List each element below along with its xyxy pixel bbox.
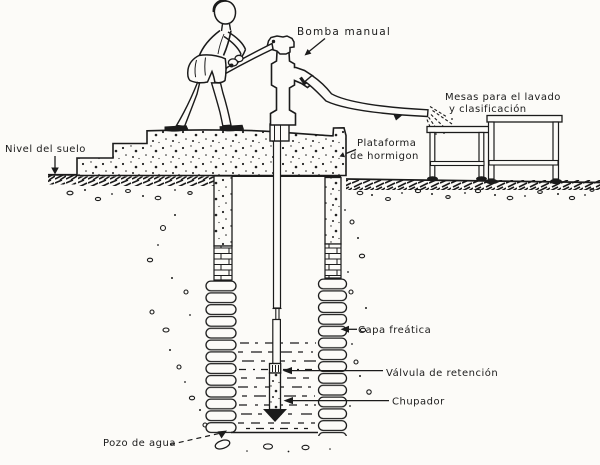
table-right	[485, 114, 563, 185]
label-mesas-line2: y clasificación	[449, 103, 527, 115]
washing-tables	[426, 114, 563, 185]
outflow-pipe	[299, 74, 456, 135]
person-head	[213, 0, 237, 25]
label-bomba-manual: Bomba manual	[297, 26, 391, 38]
label-valvula-retencion: Válvula de retención	[386, 367, 498, 379]
person-rear-leg	[175, 81, 201, 128]
labels: Bomba manual Mesas para el lavado y clas…	[5, 26, 561, 449]
right-wall-concrete	[324, 176, 342, 245]
soil-pebbles	[66, 188, 595, 451]
person-rear-foot	[164, 125, 189, 132]
label-pozo-de-agua: Pozo de agua	[103, 438, 176, 449]
pipe-cylinder	[272, 318, 281, 365]
suction-pipe	[263, 140, 287, 422]
pump-body	[269, 46, 314, 126]
left-wall-bricks	[213, 245, 233, 281]
label-nivel-del-suelo: Nivel del suelo	[5, 144, 86, 155]
concrete-platform	[76, 126, 347, 177]
handle-pivot	[271, 39, 276, 44]
label-chupador: Chupador	[392, 397, 445, 408]
person-shorts	[186, 54, 227, 84]
right-wall-bricks	[324, 243, 342, 279]
well-lining	[204, 175, 348, 436]
ground	[48, 173, 600, 453]
suction-strainer	[268, 372, 282, 411]
left-wall-rings	[204, 280, 238, 434]
pipe-tip	[263, 409, 287, 422]
person-arms	[223, 31, 247, 66]
soil-dots	[84, 189, 586, 453]
label-plataforma-line1: Plataforma	[357, 138, 416, 149]
label-mesas-line1: Mesas para el lavado	[445, 92, 561, 103]
pipe-upper	[272, 140, 282, 309]
left-wall-concrete	[213, 175, 233, 247]
annotations	[51, 37, 389, 450]
person-front-leg	[210, 82, 232, 127]
person-pumping	[164, 0, 247, 132]
label-capa-freatica: Capa freática	[358, 324, 431, 336]
right-wall-rings	[317, 278, 348, 436]
pump-base	[269, 123, 290, 142]
flow-arrow	[393, 113, 402, 121]
table-left	[426, 125, 490, 182]
label-plataforma-line2: de hormigon	[350, 151, 419, 162]
hand-pump	[221, 35, 314, 142]
pipe-rod	[275, 307, 280, 321]
person-front-foot	[219, 124, 244, 132]
